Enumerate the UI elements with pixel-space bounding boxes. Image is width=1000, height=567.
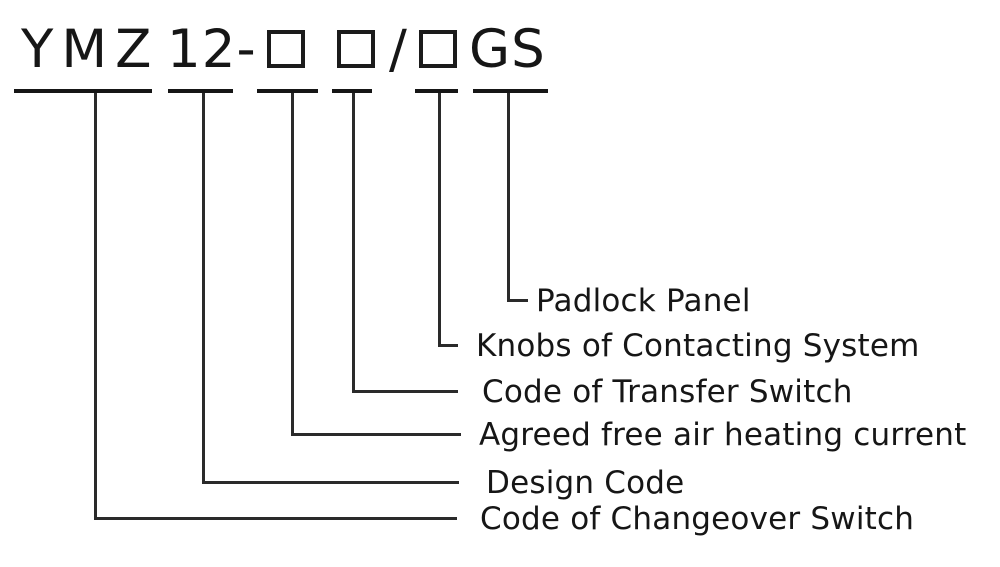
callout-label-design-code: Design Code <box>486 465 685 501</box>
connector-line-changeover-switch <box>94 93 457 520</box>
model-code-design-number: 12- <box>167 19 257 80</box>
underline-design-number <box>168 89 233 93</box>
connector-line-heating-current <box>291 93 461 436</box>
model-code-prefix: YMZ <box>21 19 160 80</box>
callout-label-code-of-transfer-switch: Code of Transfer Switch <box>482 374 853 410</box>
underline-suffix <box>473 89 548 93</box>
callout-label-agreed-free-air-heating-current: Agreed free air heating current <box>479 417 967 453</box>
placeholder-box-icon <box>337 30 375 68</box>
underline-prefix <box>14 89 152 93</box>
model-code-separator: / <box>389 19 408 80</box>
placeholder-box-icon <box>267 30 305 68</box>
underline-box-1 <box>257 89 318 93</box>
callout-label-knobs-of-contacting-system: Knobs of Contacting System <box>476 328 920 364</box>
connector-line-transfer-switch <box>352 93 458 393</box>
placeholder-box-icon <box>419 30 457 68</box>
model-code-suffix: GS <box>469 19 546 80</box>
callout-label-code-of-changeover-switch: Code of Changeover Switch <box>480 501 915 537</box>
connector-line-padlock-panel <box>507 93 528 302</box>
underline-box-2 <box>332 89 372 93</box>
underline-box-3 <box>415 89 458 93</box>
connector-line-design-code <box>202 93 459 484</box>
callout-label-padlock-panel: Padlock Panel <box>536 283 751 319</box>
connector-line-knobs <box>438 93 458 347</box>
